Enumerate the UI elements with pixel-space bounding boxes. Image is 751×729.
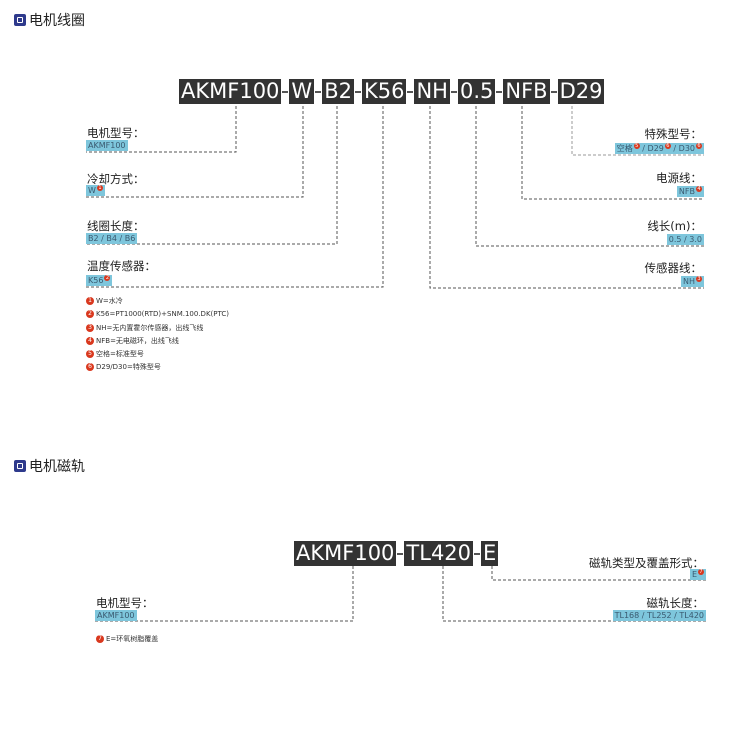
code-dash	[550, 90, 557, 93]
code-segment-temp-sensor: K56	[361, 79, 407, 104]
label-coil-length: 线圈长度：	[87, 219, 145, 233]
label-sensor-cable: 传感器线：	[644, 261, 703, 275]
section-icon	[14, 460, 26, 472]
connector-sensor-cable	[429, 106, 704, 289]
code-segment-special: D29	[557, 79, 605, 104]
code-segment-coil-length: B2	[322, 79, 354, 104]
value-coil-length: B2 / B4 / B6	[86, 233, 138, 244]
section-title-track: 电机磁轨	[14, 456, 85, 476]
note-number-badge: 1	[86, 297, 94, 305]
connector-motor-model	[86, 106, 237, 153]
note-number-badge: 3	[86, 324, 94, 332]
label-motor-model: 电机型号：	[87, 126, 145, 140]
section-title-text: 电机磁轨	[29, 459, 85, 475]
note-number-badge: 5	[86, 350, 94, 358]
note-number-badge: 7	[96, 635, 104, 643]
note-number-badge: 4	[86, 337, 94, 345]
code-dash	[407, 90, 414, 93]
code-dash	[315, 90, 322, 93]
note-number-badge: 2	[86, 310, 94, 318]
connector-cooling	[86, 106, 304, 198]
code-segment-track-type: E	[481, 541, 499, 566]
code-segment-motor: AKMF100	[179, 79, 282, 104]
model-code-track: AKMF100 TL420 E	[294, 541, 499, 566]
connector-cable-length	[475, 106, 704, 247]
connector-coil-length	[86, 106, 338, 245]
code-dash	[474, 552, 481, 555]
section-title-coil: 电机线圈	[14, 10, 85, 30]
label-motor-model-2: 电机型号：	[96, 596, 154, 610]
connector-temp-sensor	[86, 106, 384, 288]
code-segment-power-cable: NFB	[503, 79, 550, 104]
value-motor-model-2: AKMF100	[95, 610, 137, 621]
connector-track-length	[442, 566, 707, 622]
marker-badge: 1	[96, 185, 103, 191]
marker-badge: 6	[664, 143, 671, 149]
code-dash	[354, 90, 361, 93]
connector-track-type	[491, 566, 707, 581]
marker-badge: 5	[633, 143, 640, 149]
marker-badge: 7	[698, 569, 704, 575]
code-dash	[450, 90, 457, 93]
code-segment-track-length: TL420	[404, 541, 474, 566]
section-title-text: 电机线圈	[29, 13, 85, 29]
code-dash	[496, 90, 503, 93]
label-track-length: 磁轨长度：	[646, 596, 705, 610]
code-dash	[397, 552, 404, 555]
value-motor-model: AKMF100	[86, 140, 128, 151]
code-segment-sensor-cable: NH	[414, 79, 450, 104]
model-code-coil: AKMF100 W B2 K56 NH 0.5 NFB D29	[179, 79, 605, 104]
label-cooling: 冷却方式：	[87, 172, 145, 186]
marker-badge: 3	[696, 276, 702, 282]
value-track-length: TL168 / TL252 / TL420	[612, 610, 706, 621]
code-dash	[282, 90, 289, 93]
label-special-model: 特殊型号：	[644, 127, 703, 141]
code-segment-cable-length: 0.5	[457, 79, 496, 104]
code-segment-motor: AKMF100	[294, 541, 397, 566]
marker-badge: 4	[696, 186, 702, 192]
label-power-cable: 电源线：	[656, 171, 702, 185]
marker-badge: 6	[696, 143, 702, 149]
note-number-badge: 6	[86, 363, 94, 371]
code-segment-cooling: W	[289, 79, 315, 104]
label-cable-length: 线长(m)：	[647, 219, 702, 233]
connector-power-cable	[521, 106, 704, 200]
label-temp-sensor: 温度传感器：	[87, 259, 156, 273]
connector-special	[571, 106, 704, 156]
marker-badge: 2	[104, 275, 111, 281]
label-track-type: 磁轨类型及覆盖形式：	[589, 556, 704, 570]
section-icon	[14, 14, 26, 26]
connector-motor-model-2	[95, 566, 354, 622]
value-cable-length: 0.5 / 3.0	[666, 234, 704, 245]
